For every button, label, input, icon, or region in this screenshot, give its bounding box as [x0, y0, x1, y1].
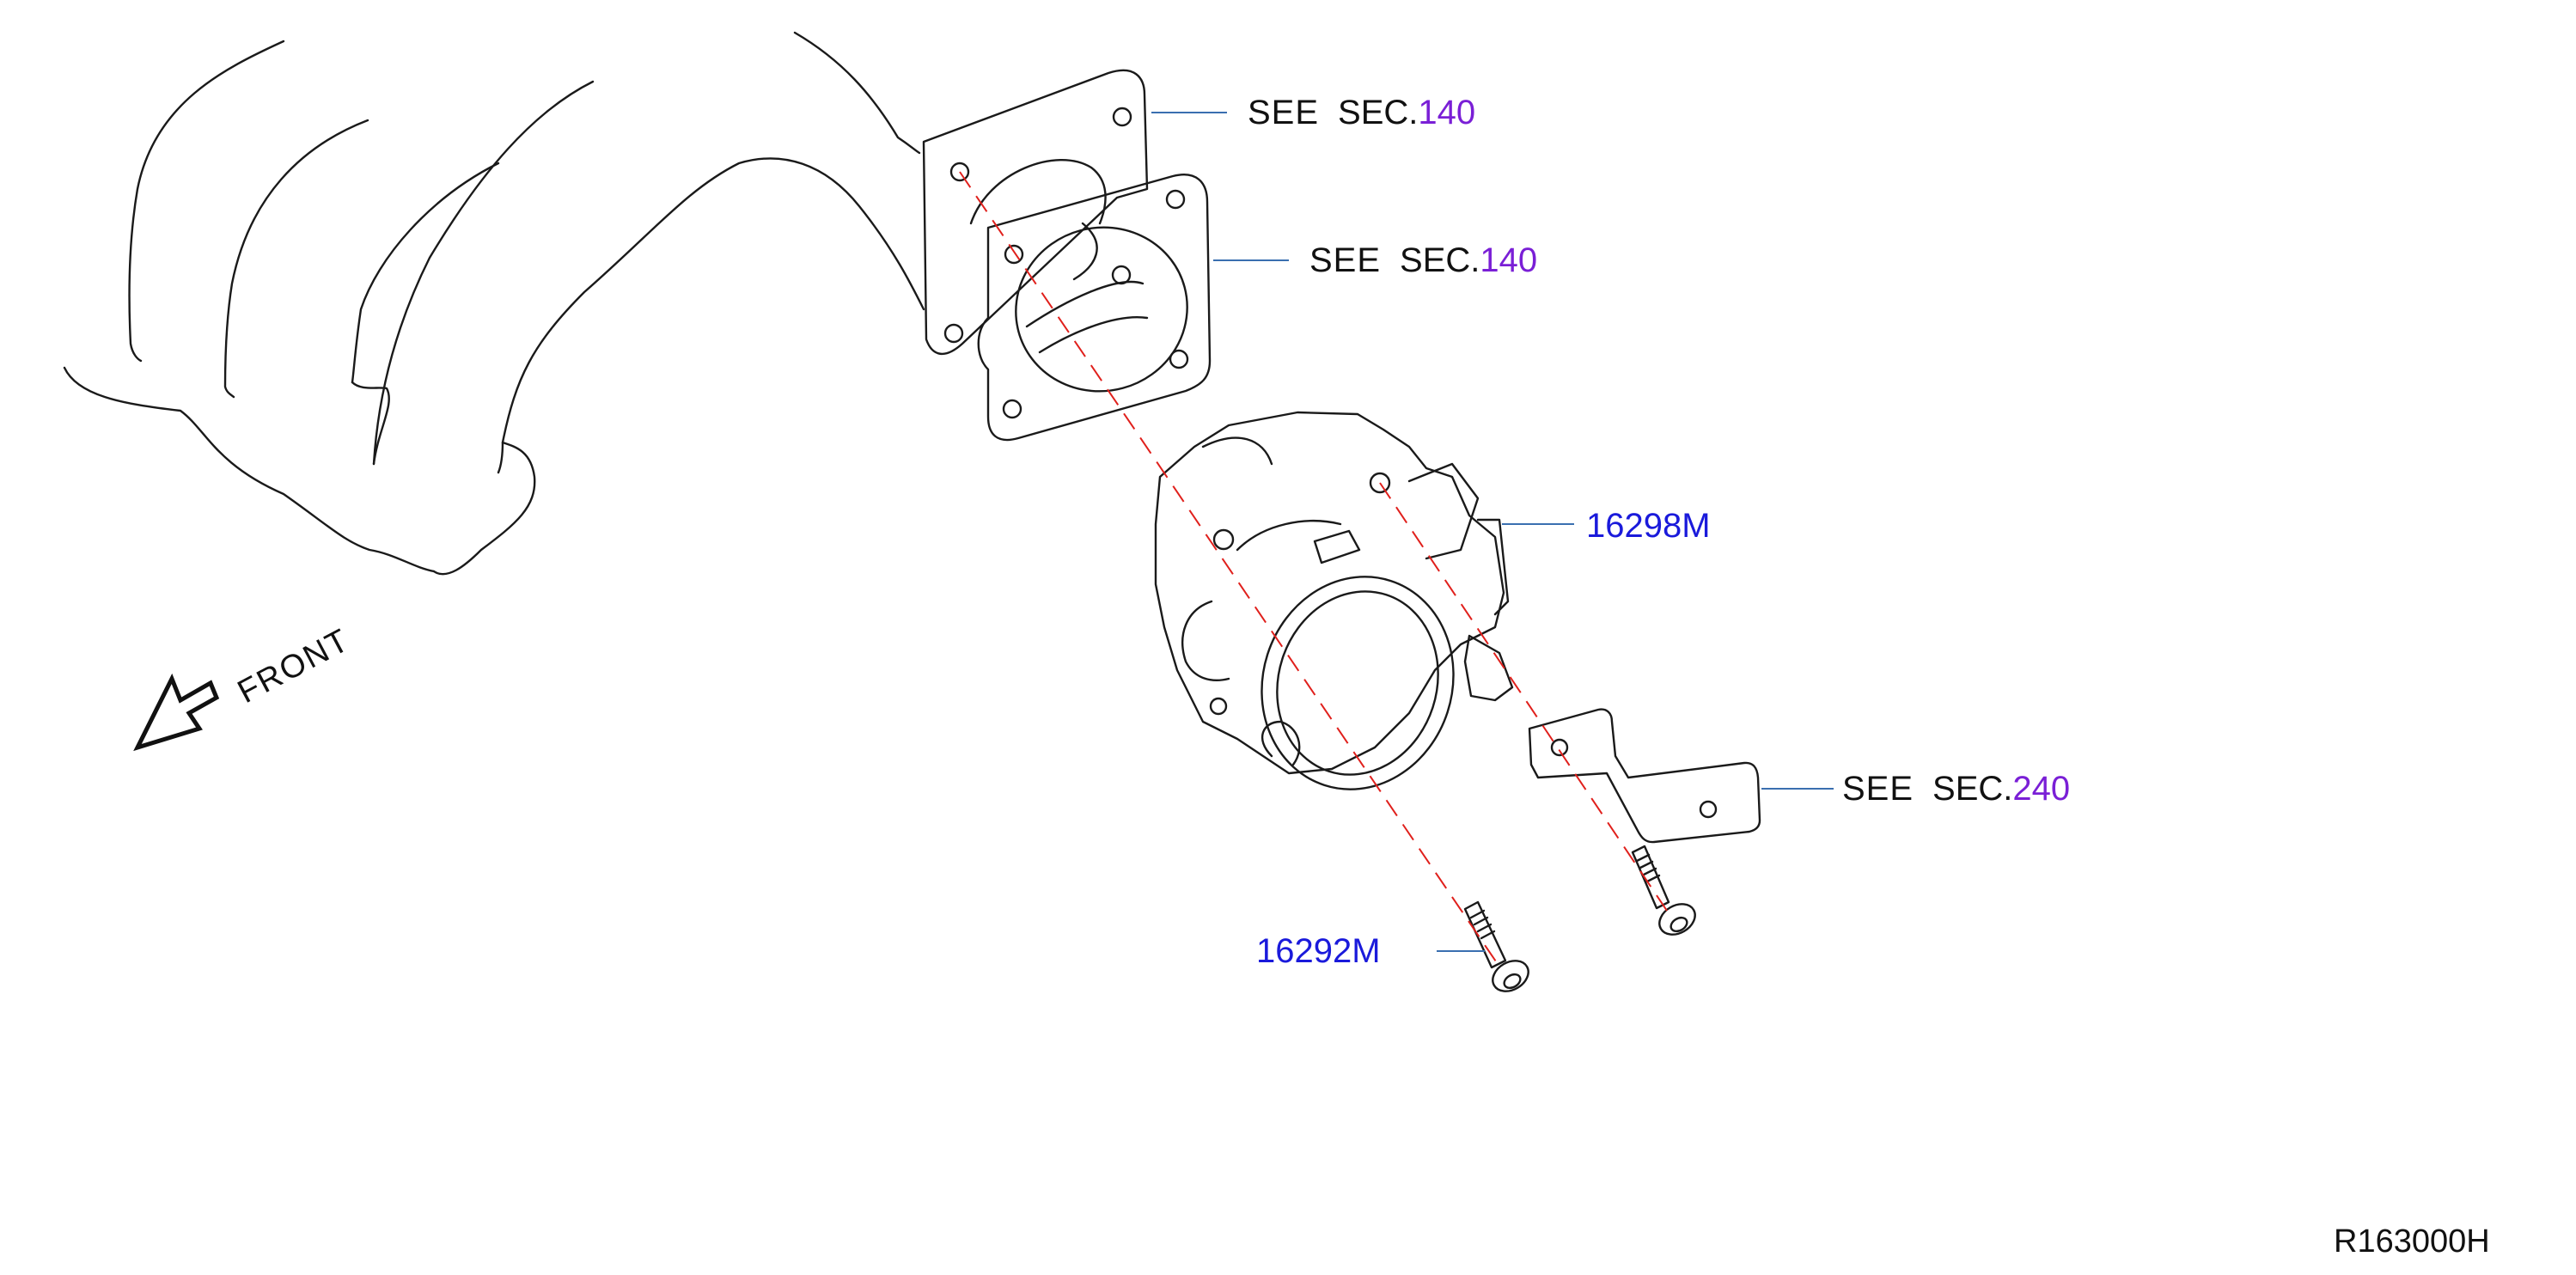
intake-manifold-drawing — [63, 31, 925, 576]
centerline-right — [1379, 482, 1668, 912]
see-label: SEE — [1309, 241, 1382, 279]
section-link-140-lower[interactable]: 140 — [1480, 241, 1538, 279]
bolt-right-drawing — [1631, 845, 1696, 936]
diagram-id: R163000H — [2334, 1223, 2490, 1260]
callout-bracket: SEE SEC.240 — [1842, 769, 2070, 808]
centerline-left — [959, 171, 1500, 967]
part-link-bolt[interactable]: 16292M — [1256, 932, 1381, 970]
callout-upper-gasket: SEE SEC.140 — [1248, 93, 1475, 132]
see-label: SEE — [1248, 94, 1320, 131]
sec-label: SEC. — [1338, 94, 1419, 131]
section-link-140-upper[interactable]: 140 — [1418, 94, 1476, 131]
sec-label: SEC. — [1932, 770, 2013, 808]
assembly-centerlines — [959, 171, 1668, 967]
leader-lines — [1151, 112, 1834, 952]
lower-gasket-drawing — [977, 174, 1212, 442]
upper-gasket-drawing — [922, 69, 1149, 355]
part-link-throttle-body[interactable]: 16298M — [1586, 507, 1711, 545]
sec-label: SEC. — [1400, 241, 1480, 279]
see-label: SEE — [1842, 770, 1914, 808]
bracket-drawing — [1528, 708, 1761, 844]
bolt-left-drawing — [1463, 900, 1529, 992]
throttle-body-drawing — [1154, 411, 1514, 790]
callout-lower-gasket: SEE SEC.140 — [1309, 241, 1537, 280]
section-link-240[interactable]: 240 — [2012, 770, 2071, 808]
front-arrow-icon — [133, 673, 220, 752]
